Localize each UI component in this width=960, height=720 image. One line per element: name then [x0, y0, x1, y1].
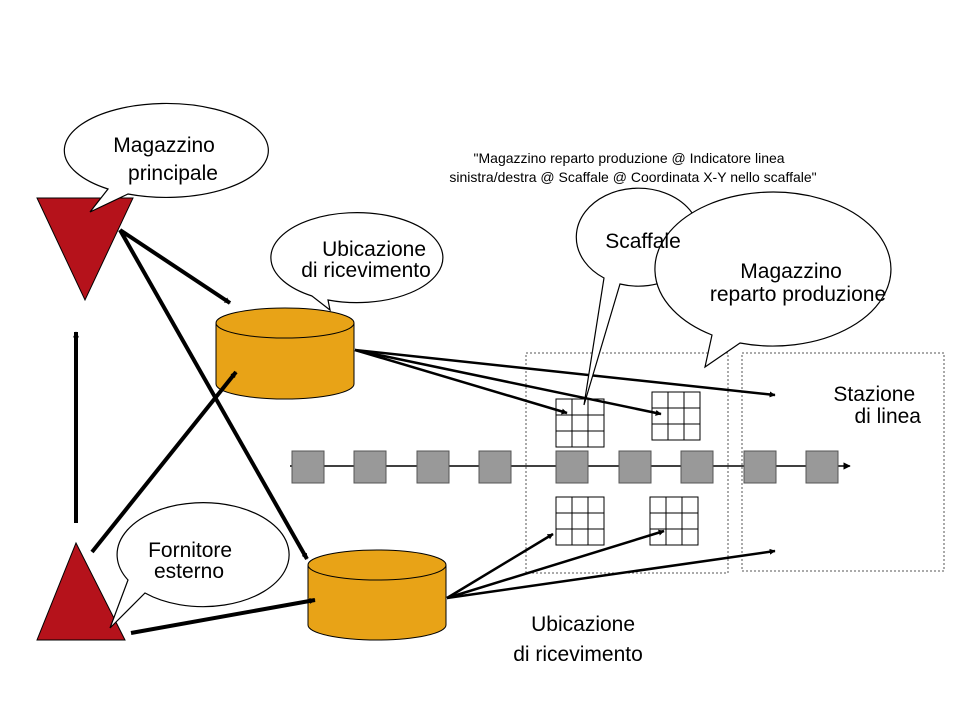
- shelf-label: Scaffale: [605, 230, 681, 253]
- receiving-location-bottom: [307, 549, 447, 641]
- line-station-label: Stazione di linea: [833, 383, 921, 428]
- line-station-box: [416, 450, 450, 484]
- receiving-bottom-label: Ubicazione di ricevimento: [513, 613, 643, 666]
- shelf-grid: [649, 496, 699, 546]
- line-station-box: [478, 450, 512, 484]
- receiving-location-top: [215, 307, 355, 400]
- main-warehouse-label: Magazzino principale: [113, 134, 220, 185]
- flow-arrows-thin: [354, 348, 776, 600]
- production-warehouse-zone: [525, 352, 729, 574]
- line-station-zone: [741, 352, 945, 572]
- external-supplier-triangle: [36, 541, 126, 641]
- supplier-bubble: [109, 502, 290, 629]
- receiving-top-bubble: [270, 212, 444, 312]
- production-warehouse-bubble: [654, 191, 892, 369]
- main-warehouse-bubble: [63, 102, 269, 213]
- line-station-box: [353, 450, 387, 484]
- address-note: "Magazzino reparto produzione @ Indicato…: [449, 150, 816, 185]
- flow-arrows-thick: [73, 228, 316, 635]
- line-station-box: [805, 450, 839, 484]
- production-warehouse-label: Magazzino reparto produzione: [710, 260, 886, 306]
- supplier-label: Fornitore esterno: [148, 539, 238, 583]
- line-station-box: [291, 450, 325, 484]
- line-station-box: [743, 450, 777, 484]
- shelves: [555, 391, 701, 546]
- shelf-grid: [651, 391, 701, 441]
- receiving-top-label: Ubicazione di ricevimento: [301, 238, 432, 282]
- shelf-grid: [555, 398, 605, 448]
- main-warehouse-triangle: [36, 197, 134, 302]
- line-station-box: [555, 450, 589, 484]
- line-station-box: [680, 450, 714, 484]
- line-stations: [291, 450, 839, 484]
- shelf-grid: [555, 496, 605, 546]
- line-station-box: [618, 450, 652, 484]
